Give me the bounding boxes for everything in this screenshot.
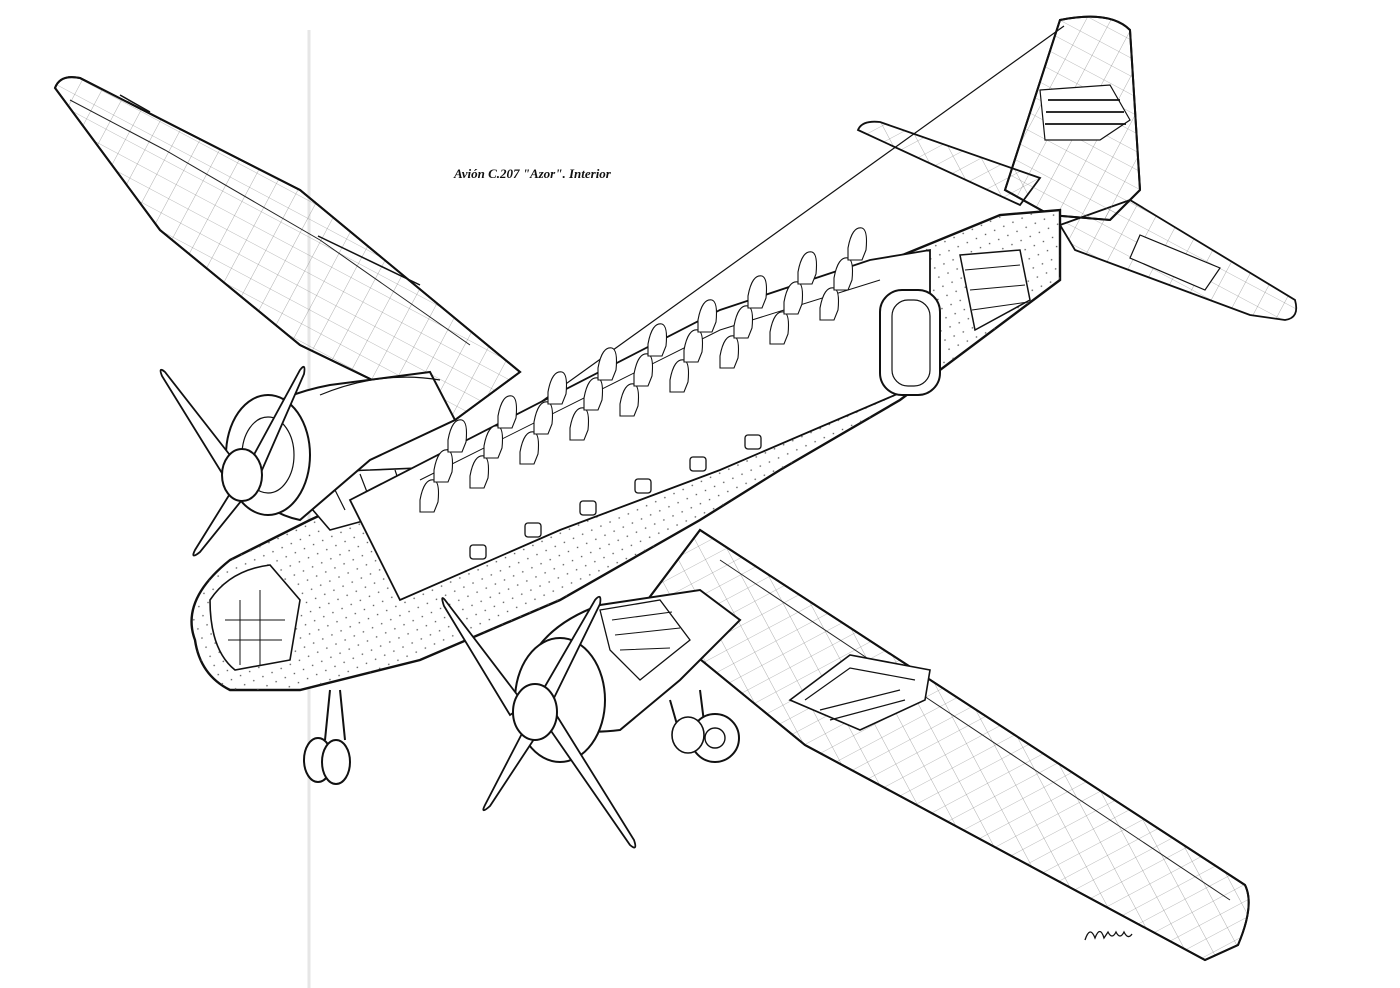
left-propeller: [159, 365, 306, 557]
left-wing: [53, 76, 522, 422]
seat: [833, 257, 854, 291]
seat: [697, 299, 718, 333]
right-propeller: [441, 595, 637, 849]
horizontal-stabilizer: [856, 120, 1298, 321]
right-engine-nacelle: [514, 588, 742, 763]
cabin-window: [744, 434, 762, 450]
vertical-fin: [1003, 15, 1142, 222]
right-wing: [638, 528, 1250, 962]
artist-signature-icon: [1084, 930, 1133, 941]
seat: [797, 251, 818, 285]
cabin-window: [634, 478, 652, 494]
seat: [783, 281, 804, 315]
nose-landing-gear: [303, 689, 351, 785]
seat: [647, 323, 668, 357]
seat: [497, 395, 518, 429]
cabin-window: [524, 522, 542, 538]
seat: [847, 227, 868, 261]
rear-cargo-frame: [959, 249, 1031, 332]
passenger-door: [879, 289, 941, 396]
cabin-windows: [469, 434, 762, 560]
cabin-window: [689, 456, 707, 472]
main-landing-gear: [669, 689, 740, 763]
drawing-caption: Avión C.207 "Azor". Interior: [454, 166, 611, 181]
aerial-wire: [484, 25, 1065, 443]
seat: [447, 419, 468, 453]
passenger-seats: [419, 227, 868, 513]
cabin-window: [469, 544, 487, 560]
seat: [547, 371, 568, 405]
seat: [597, 347, 618, 381]
seat: [747, 275, 768, 309]
cabin-window: [579, 500, 597, 516]
